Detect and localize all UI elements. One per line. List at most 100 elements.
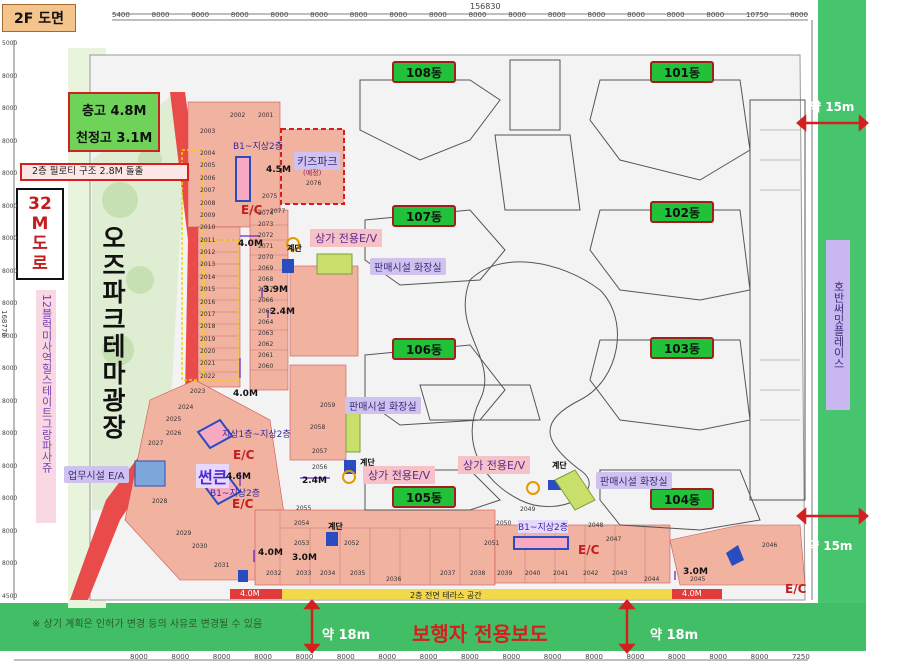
unit-2054: 2054 [294,520,310,527]
unit-2008: 2008 [200,199,216,207]
kids-park-sub: (예정) [303,169,322,177]
unit-2044: 2044 [644,576,660,583]
notice-text: ※ 상기 계획은 인허가 변경 등의 사유로 변경될 수 있음 [32,619,263,630]
stair-label-3: 계단 [328,522,343,531]
bottom-dim: 8000 [378,653,397,661]
top-dim: 8000 [270,11,289,19]
bottom-dim: 8000 [130,653,148,661]
unit-2020: 2020 [200,348,216,355]
unit-2067: 2067 [258,286,274,294]
stair-label-4: 계단 [552,461,567,470]
dim-4-6m: 4.6M [226,472,251,482]
left-dim: 8000 [2,170,18,178]
ec-label-4: E/C [578,543,600,557]
unit-2039: 2039 [497,570,513,577]
ceiling-height-text: 천정고 3.1M [76,131,153,146]
dim-2-4m-2: 2.4M [302,476,327,486]
bottom-dim: 8000 [585,653,603,661]
unit-2058: 2058 [310,424,326,431]
left-dim: 8000 [2,397,18,405]
top-dim: 8000 [627,11,645,19]
sunken-bottom-label: B1~지상2층 [210,489,261,499]
top-dim: 8000 [429,11,447,19]
unit-2041: 2041 [553,570,569,577]
top-dim: 8000 [666,11,685,19]
dim-4-5m: 4.5M [266,165,291,175]
unit-2069: 2069 [258,264,274,272]
bottom-dim: 8000 [171,653,190,661]
top-total-dim: 156830 [470,2,501,11]
hoban-label: 호반써밋플레이스 [826,240,850,410]
building-108: 108동 [392,61,456,83]
bottom-dimension-row: 8000 8000 8000 8000 8000 8000 8000 8000 8000 8000… [130,653,810,661]
approx-18m-right: 약 18m [650,628,699,643]
dim-2-4m-1: 2.4M [270,307,295,317]
top-dim: 8000 [310,11,328,19]
building-103: 103동 [650,337,714,359]
stair-label-1: 계단 [287,244,302,253]
unit-2068: 2068 [258,275,274,283]
unit-2026: 2026 [166,430,182,437]
unit-2011: 2011 [200,236,216,244]
road-label-box: 32 M 도 로 [16,188,64,280]
left-dim: 8000 [2,235,18,243]
dim-4m-3: 4.0M [258,548,283,558]
shop-ev-top: 상가 전용E/V [310,229,383,247]
unit-2019: 2019 [200,335,216,343]
bottom-dim: 8000 [626,653,645,661]
unit-2018: 2018 [200,323,216,331]
unit-2048: 2048 [588,522,604,529]
bottom-dim: 8000 [709,653,728,661]
bottom-dim: 8000 [543,653,562,661]
unit-2064: 2064 [258,319,274,327]
unit-2051: 2051 [484,540,500,547]
left-dim: 5000 [2,40,18,47]
building-106: 106동 [392,338,456,360]
building-102: 102동 [650,201,714,223]
ec-label-1: E/C [241,203,263,217]
unit-2010: 2010 [200,224,216,232]
left-dimension-column: 5000 8000 8000 8000 8000 8000 8000 8000 8000 8000… [2,40,17,600]
unit-2012: 2012 [200,249,216,256]
approx-15m-top: 약 15m [810,100,855,114]
left-dim: 8000 [2,137,18,145]
unit-2047: 2047 [606,536,622,543]
terrace-dim-right: 4.0M [682,589,702,598]
sunken-top-label: 지상1층~지상2층 [222,430,291,440]
restroom-label-2: 판매시설 화장실 [345,397,421,414]
unit-2007: 2007 [200,187,216,195]
plaza-label: 오즈파크테마광장 [98,225,127,441]
building-107: 107동 [392,205,456,227]
road-char-2: M [31,214,49,234]
unit-2005: 2005 [200,162,216,170]
top-dim: 8000 [587,11,606,19]
piloti-note: 2층 필로티 구조 2.8M 돌출 [20,163,189,181]
left-dim: 8000 [2,202,18,210]
left-dim: 8000 [2,365,18,373]
unit-2034: 2034 [320,570,336,577]
unit-2009: 2009 [200,211,216,219]
left-dim: 8000 [2,430,18,438]
left-dim: 8000 [2,300,18,308]
bottom-dim: 8000 [502,653,521,661]
unit-2030: 2030 [192,543,208,550]
terrace-label: 2층 전면 테라스 공간 [410,591,482,600]
unit-2040: 2040 [525,570,541,577]
top-dim: 8000 [468,11,487,19]
unit-2036: 2036 [386,576,402,583]
bottom-dim: 8000 [336,653,355,661]
unit-2050: 2050 [496,520,512,527]
unit-2022: 2022 [200,372,216,380]
terrace-dim-left: 4.0M [240,589,260,598]
dim-4m-2: 4.0M [233,389,258,399]
bottom-dim: 8000 [667,653,686,661]
left-dim: 8000 [2,105,18,113]
ec-label-3: E/C [232,497,254,511]
page-title: 2F 도면 [2,4,76,32]
bottom-dim: 8000 [419,653,438,661]
unit-2031: 2031 [214,562,230,569]
sunken-label: 썬큰 [196,464,230,488]
unit-2028: 2028 [152,498,168,505]
